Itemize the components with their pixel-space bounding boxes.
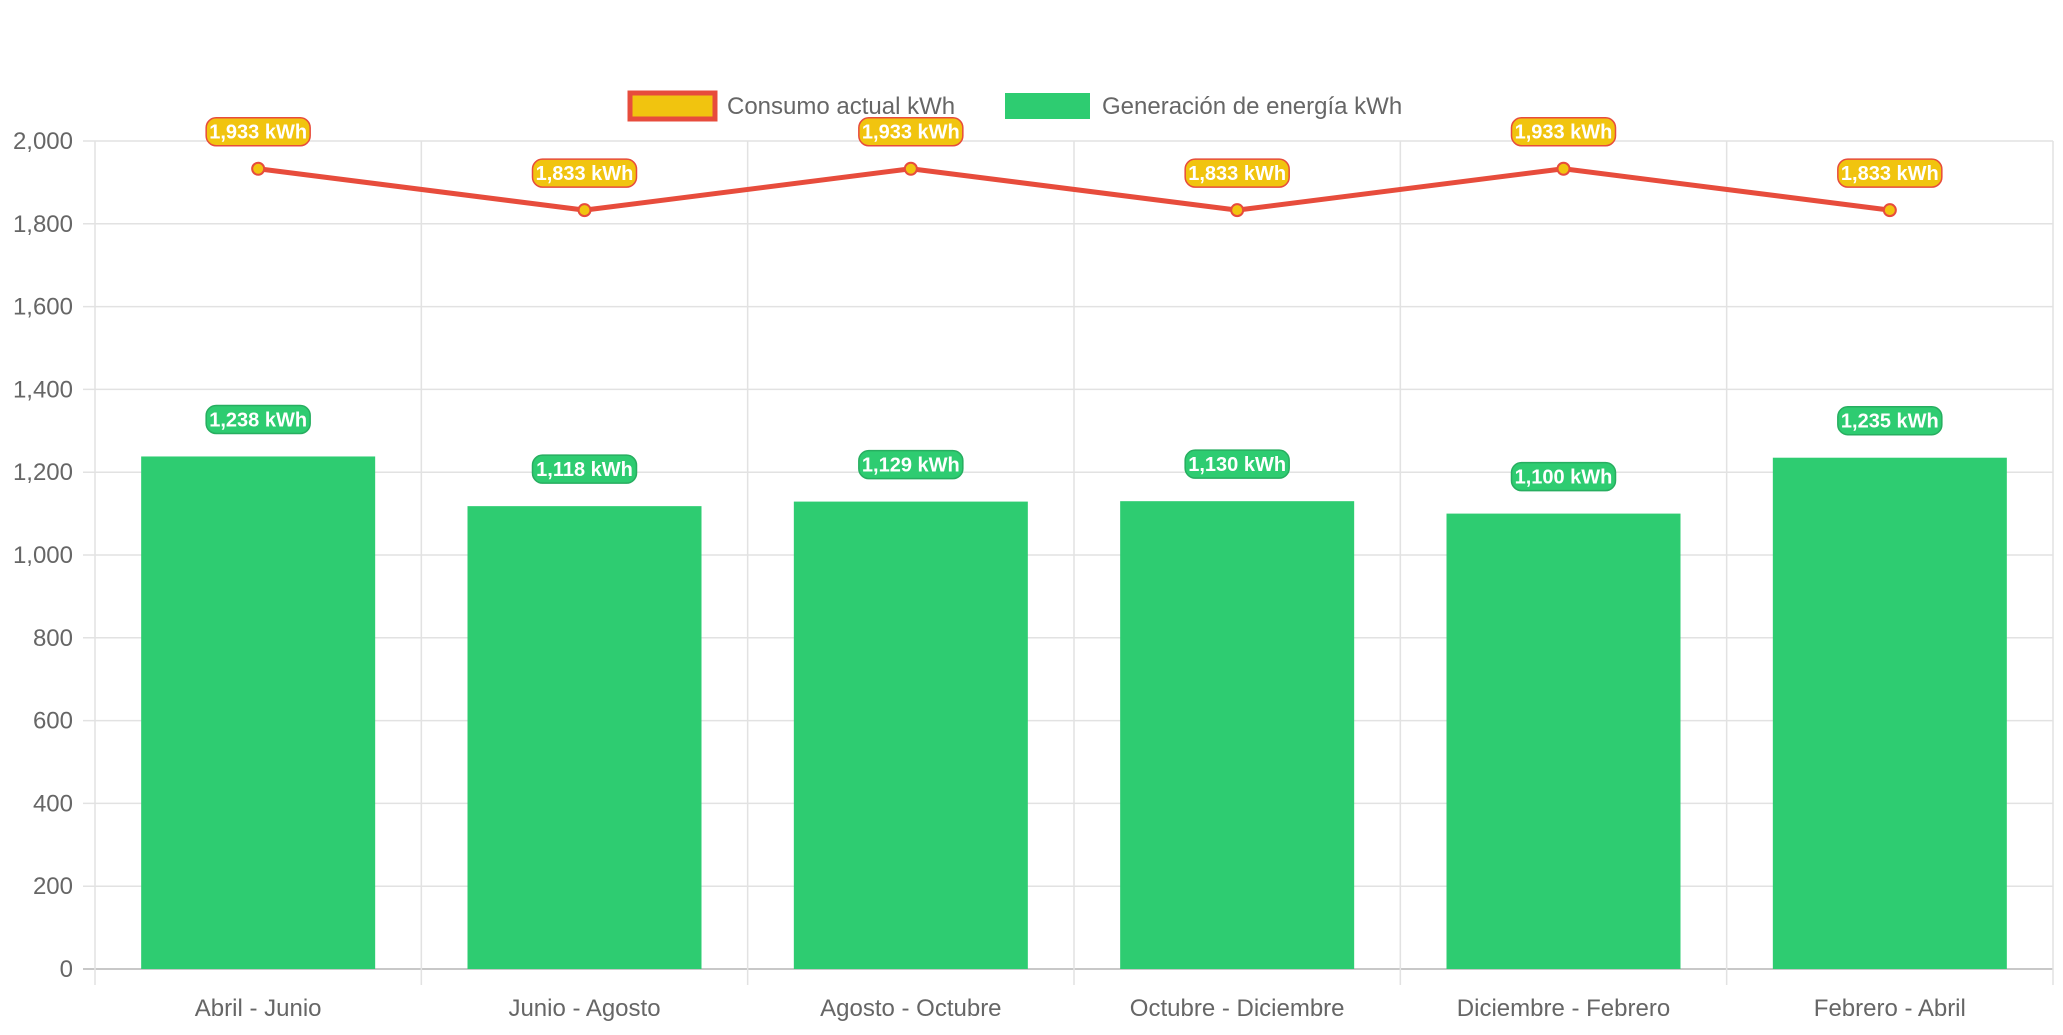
point-consumo [903,161,918,176]
bar-generacion [1772,457,2007,969]
data-label-consumo: 1,933 kWh [858,116,964,147]
bar-generacion [1120,501,1355,969]
data-label-generacion-text: 1,235 kWh [1841,411,1939,433]
y-tick-label: 0 [60,956,73,983]
point-consumo [1556,161,1571,176]
bar-generacion [1446,513,1681,969]
data-label-generacion: 1,235 kWh [1837,405,1943,436]
data-label-consumo-bg [531,158,638,188]
data-label-consumo-text: 1,833 kWh [1188,163,1286,185]
data-label-consumo-bg [1510,116,1617,147]
data-label-consumo: 1,933 kWh [1510,116,1617,147]
data-label-consumo-text: 1,933 kWh [209,122,307,144]
data-label-consumo-bg [858,116,964,147]
x-tick-label: Abril - Junio [195,995,322,1022]
y-tick-label: 600 [33,708,73,735]
data-label-generacion-bg [1510,461,1617,492]
legend-swatch-consumo [627,90,718,122]
data-label-consumo: 1,833 kWh [531,158,638,188]
data-label-consumo-text: 1,833 kWh [1841,163,1939,185]
data-label-generacion: 1,238 kWh [205,404,311,435]
line-consumo [257,166,1891,213]
data-label-consumo: 1,933 kWh [205,116,311,147]
x-tick-label: Febrero - Abril [1814,995,1966,1022]
x-tick-label: Octubre - Diciembre [1130,995,1345,1022]
bar-generacion [467,506,702,969]
data-label-generacion: 1,129 kWh [858,449,964,480]
legend-item-generacion[interactable]: Generación de energía kWh [1005,93,1402,120]
data-label-consumo-text: 1,933 kWh [1515,122,1613,144]
legend-swatch-generacion [1005,93,1090,119]
y-tick-label: 800 [33,625,73,652]
data-label-generacion-bg [858,449,964,480]
data-label-generacion-bg [205,404,311,435]
y-tick-label: 1,000 [13,542,73,569]
data-label-generacion-bg [1184,449,1290,479]
data-label-generacion-text: 1,100 kWh [1515,467,1613,489]
data-label-generacion-text: 1,118 kWh [536,459,633,481]
data-label-generacion-bg [531,454,638,484]
data-label-generacion-text: 1,129 kWh [862,455,960,477]
data-label-consumo: 1,833 kWh [1184,158,1290,188]
data-label-consumo-text: 1,933 kWh [862,122,960,144]
data-label-consumo-bg [205,116,311,147]
point-consumo [577,203,592,218]
data-label-generacion-text: 1,238 kWh [209,409,307,431]
data-label-generacion-text: 1,130 kWh [1188,454,1286,476]
bar-generacion [793,501,1028,969]
data-label-generacion-bg [1837,405,1943,436]
bar-generacion [141,456,376,969]
legend: Consumo actual kWh Generación de energía… [627,90,1402,122]
legend-label-generacion: Generación de energía kWh [1102,93,1402,120]
point-consumo [1230,203,1245,218]
legend-item-consumo[interactable]: Consumo actual kWh [627,90,955,122]
y-tick-label: 1,200 [13,459,73,486]
y-tick-label: 1,400 [13,376,73,403]
y-tick-label: 200 [33,873,73,900]
y-tick-label: 1,600 [13,294,73,321]
data-label-generacion: 1,118 kWh [531,454,638,484]
x-tick-label: Agosto - Octubre [820,995,1001,1022]
data-label-generacion: 1,100 kWh [1510,461,1617,492]
data-label-consumo-text: 1,833 kWh [536,163,634,185]
y-tick-label: 1,800 [13,211,73,238]
y-tick-label: 400 [33,790,73,817]
legend-label-consumo: Consumo actual kWh [727,93,955,120]
x-tick-label: Diciembre - Febrero [1457,995,1670,1022]
y-tick-label: 2,000 [13,128,73,155]
point-consumo [251,161,266,176]
x-tick-label: Junio - Agosto [508,995,660,1022]
data-label-consumo-bg [1837,158,1943,188]
point-consumo [1882,203,1897,218]
data-label-consumo-bg [1184,158,1290,188]
data-label-generacion: 1,130 kWh [1184,449,1290,479]
data-label-consumo: 1,833 kWh [1837,158,1943,188]
